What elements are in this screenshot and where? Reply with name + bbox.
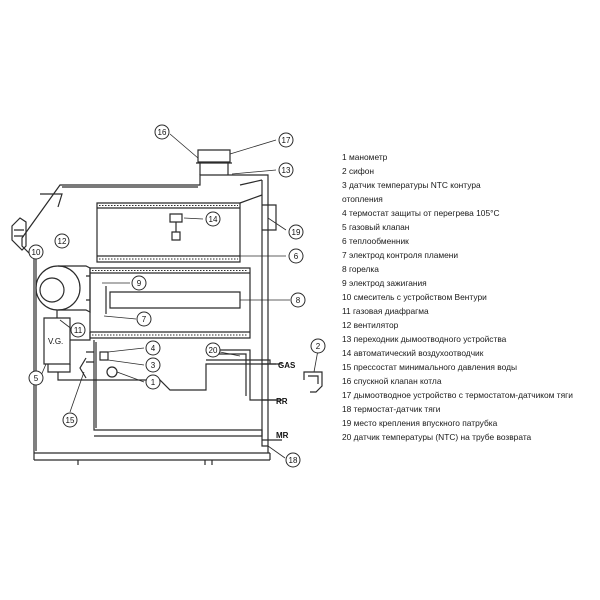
legend-item: 18 термостат-датчик тяги	[342, 404, 441, 414]
legend-item: 3 датчик температуры NTC контура	[342, 180, 481, 190]
legend-item: 15 прессостат минимального давления воды	[342, 362, 517, 372]
callout-9: 9	[137, 279, 142, 288]
legend-item: 20 датчик температуры (NTC) на трубе воз…	[342, 432, 532, 442]
legend-item: 12 вентилятор	[342, 320, 399, 330]
legend-item: 6 теплообменник	[342, 236, 409, 246]
legend-item: 7 электрод контроля пламени	[342, 250, 459, 260]
callout-13: 13	[282, 166, 291, 175]
legend-item: 4 термостат защиты от перегрева 105°С	[342, 208, 500, 218]
callout-12: 12	[58, 237, 67, 246]
callout-15: 15	[66, 416, 75, 425]
return-pipe-label: RR	[276, 397, 288, 406]
callout-5: 5	[34, 374, 39, 383]
heat-exchanger-fins	[92, 205, 248, 336]
callout-7: 7	[142, 315, 147, 324]
legend-item: 9 электрод зажигания	[342, 278, 427, 288]
legend-item: 17 дымоотводное устройство с термостатом…	[342, 390, 573, 400]
callout-6: 6	[294, 252, 299, 261]
callout-20: 20	[209, 346, 218, 355]
delivery-pipe-label: MR	[276, 431, 289, 440]
callout-8: 8	[296, 296, 301, 305]
legend-item: 10 смеситель с устройством Вентури	[342, 292, 487, 302]
gas-pipe-label: GAS	[278, 361, 296, 370]
legend-item: 1 манометр	[342, 152, 388, 162]
boiler-outline	[11, 149, 323, 465]
legend-item: 19 место крепления впускного патрубка	[342, 418, 498, 428]
callout-11: 11	[74, 326, 83, 335]
callout-16-top: 16	[158, 128, 167, 137]
legend-item: отопления	[342, 194, 383, 204]
callout-14: 14	[209, 215, 218, 224]
callout-numbers: 16 17 13 14 19 10 12 6 9 8 7 11 4 20 3 5…	[32, 128, 321, 465]
callout-17: 17	[282, 136, 291, 145]
legend-item: 14 автоматический воздухоотводчик	[342, 348, 484, 358]
vg-label: V.G.	[48, 337, 63, 346]
callout-10: 10	[32, 248, 41, 257]
callout-1: 1	[151, 378, 156, 387]
legend-item: 2 сифон	[342, 166, 375, 176]
legend-item: 8 горелка	[342, 264, 379, 274]
callout-2: 2	[316, 342, 321, 351]
callout-circles	[28, 124, 326, 468]
legend-item: 11 газовая диафрагма	[342, 306, 429, 316]
callout-18-bottom: 18	[289, 456, 298, 465]
callout-19: 19	[292, 228, 301, 237]
legend-list: 1 манометр 2 сифон 3 датчик температуры …	[342, 150, 598, 444]
callout-4: 4	[151, 344, 156, 353]
callout-3: 3	[151, 361, 156, 370]
legend-item: 5 газовый клапан	[342, 222, 410, 232]
legend-item: 13 переходник дымоотводного устройства	[342, 334, 507, 344]
legend-item: 16 спускной клапан котла	[342, 376, 442, 386]
callout-leaders	[39, 133, 319, 459]
